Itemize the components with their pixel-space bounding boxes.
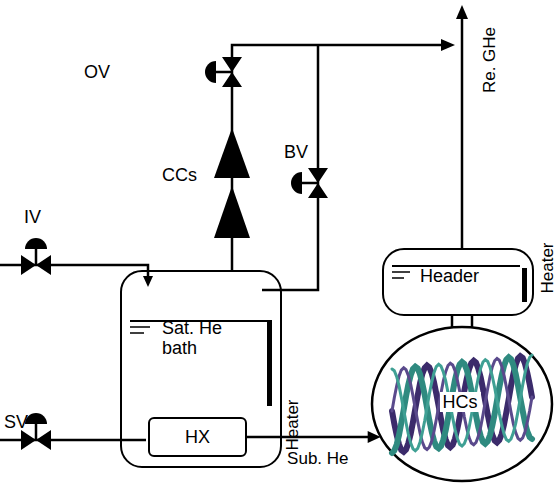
- node-label: Header: [420, 266, 479, 286]
- coil-vessel: HCs: [370, 325, 554, 483]
- component-label: CCs: [162, 165, 197, 185]
- component-label: OV: [84, 62, 110, 82]
- component-label: BV: [284, 142, 308, 162]
- node-label: Sat. He bath: [162, 318, 252, 358]
- cryostat-vessel: Sat. He bathHX: [120, 270, 282, 468]
- component-label: SV: [4, 412, 28, 432]
- side-label: Heater: [283, 399, 303, 450]
- cryostat-vessel: Header: [382, 248, 534, 316]
- heat-exchanger-box: HX: [148, 417, 247, 457]
- component-label: IV: [24, 207, 41, 227]
- edge-label: Sub. He: [287, 449, 348, 469]
- node-label: HCs: [440, 392, 481, 412]
- node-label: HX: [185, 427, 210, 447]
- side-label: Re. GHe: [480, 27, 500, 93]
- pipe-connector: [247, 431, 381, 443]
- side-label: Heater: [538, 242, 558, 293]
